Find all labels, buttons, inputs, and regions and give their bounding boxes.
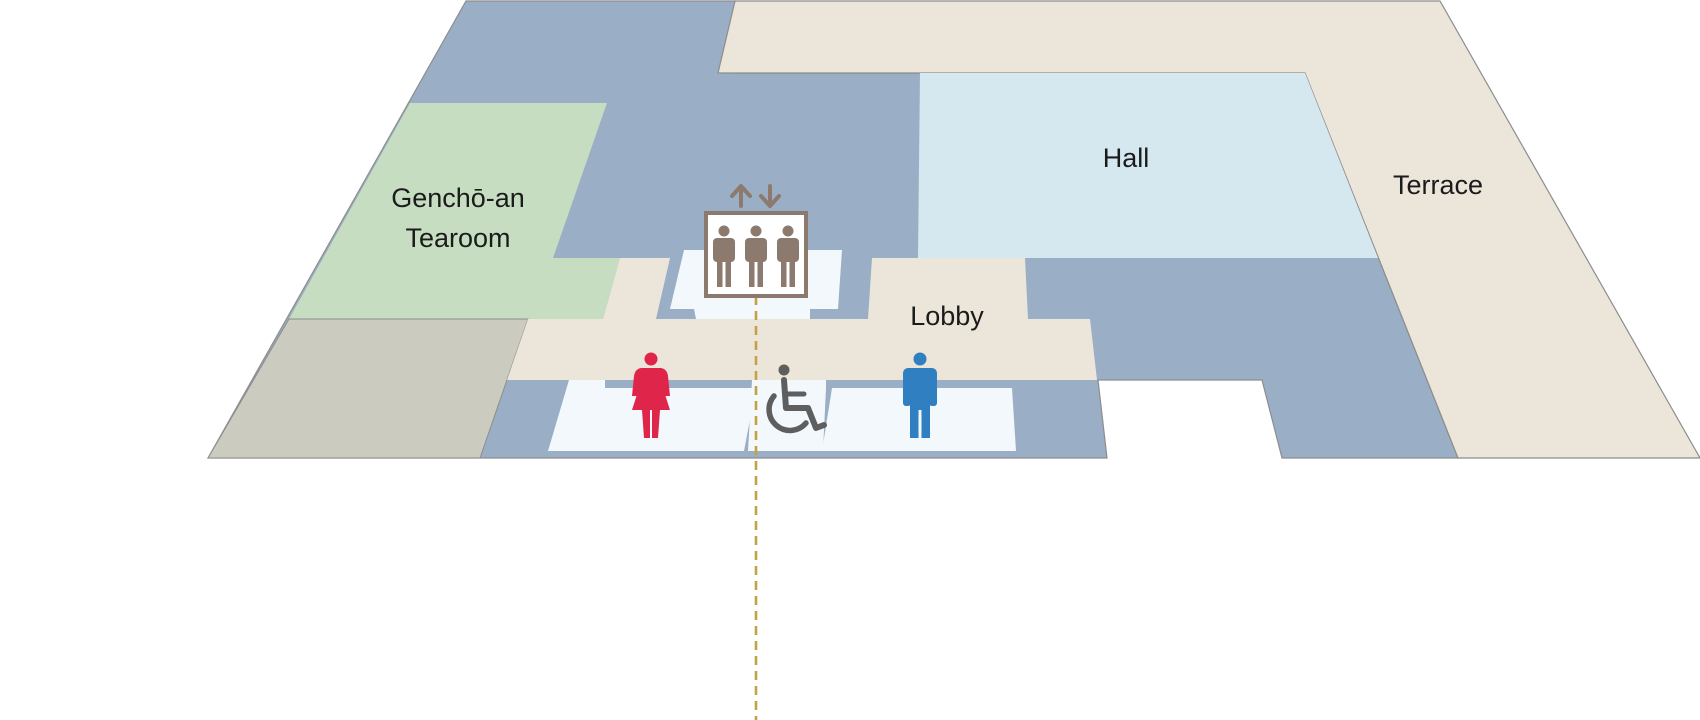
- mens-restroom-icon[interactable]: [903, 352, 937, 439]
- elevator-person-2: [745, 225, 767, 287]
- womens-restroom-icon[interactable]: [632, 352, 670, 439]
- mens-restroom-floor[interactable]: [822, 388, 1016, 451]
- elevator-icon[interactable]: [704, 184, 808, 298]
- elevator-up-arrow-icon: [730, 184, 752, 208]
- elevator-person-1: [713, 225, 735, 287]
- storage-area: [207, 318, 529, 459]
- accessible-restroom-floor[interactable]: [748, 380, 826, 451]
- elevator-person-3: [777, 225, 799, 287]
- elevator-down-arrow-icon: [759, 184, 781, 208]
- hall-label: Hall: [1103, 143, 1150, 173]
- terrace-area[interactable]: [717, 0, 1700, 459]
- hall-room[interactable]: [918, 73, 1378, 258]
- tearoom-label-line2: Tearoom: [405, 223, 510, 253]
- tearoom-label-line1: Genchō-an: [391, 183, 525, 213]
- wheelchair-icon[interactable]: [766, 364, 827, 434]
- lobby-label: Lobby: [910, 301, 984, 331]
- terrace-label: Terrace: [1393, 170, 1483, 200]
- tearoom-room[interactable]: [289, 103, 620, 319]
